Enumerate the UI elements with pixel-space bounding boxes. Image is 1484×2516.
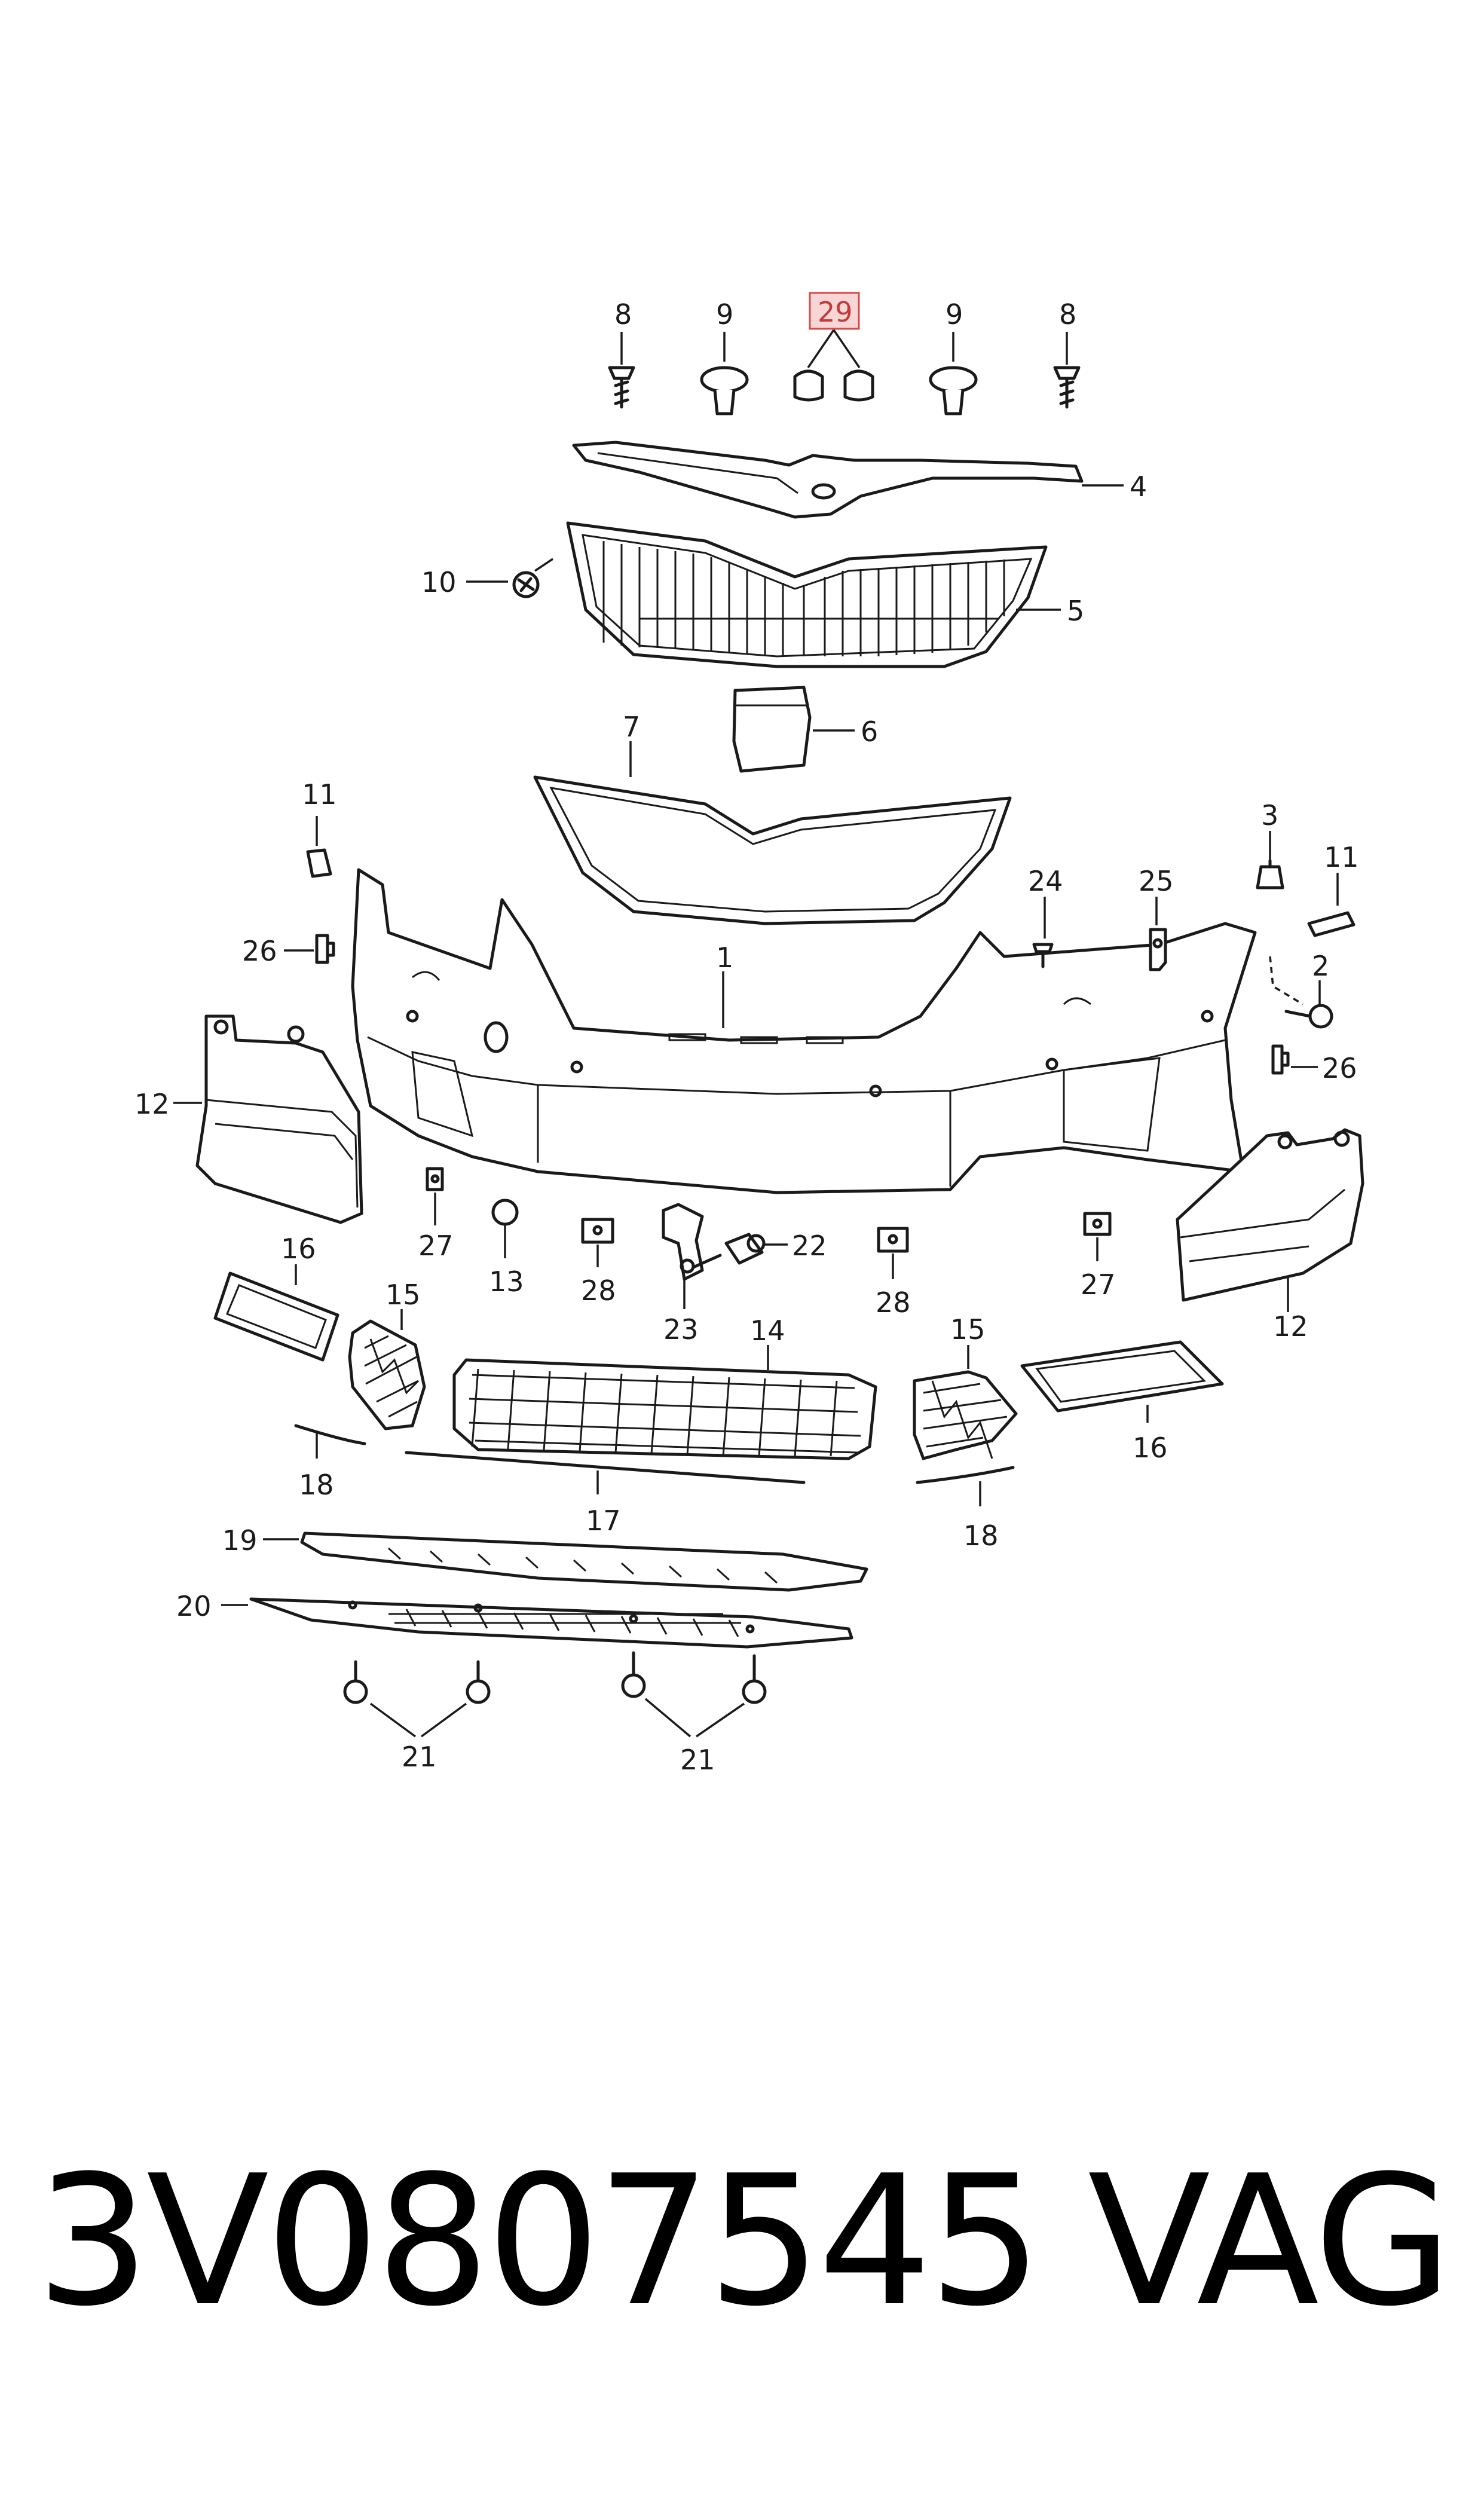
callout-18-left: 18 bbox=[299, 1469, 334, 1501]
exploded-parts-diagram: 8 9 29 9 bbox=[134, 292, 1364, 1776]
callout-12-left: 12 bbox=[134, 1088, 170, 1120]
highlight-29[interactable]: 29 bbox=[793, 292, 874, 402]
plate-28-left[interactable] bbox=[581, 1218, 614, 1244]
callout-26-left: 26 bbox=[242, 935, 277, 967]
clip-9-right[interactable] bbox=[929, 332, 978, 415]
callout-27-right: 27 bbox=[1081, 1268, 1116, 1301]
callout-7: 7 bbox=[623, 711, 640, 743]
callout-4: 4 bbox=[1130, 470, 1147, 503]
part-16-right-frame[interactable] bbox=[1020, 1340, 1224, 1413]
callout-16-left: 16 bbox=[281, 1233, 316, 1265]
part-6-emblem-cover[interactable] bbox=[732, 686, 812, 773]
screw-8-left[interactable] bbox=[608, 332, 635, 409]
callout-21-left: 21 bbox=[402, 1741, 437, 1773]
part-12-right-bracket[interactable] bbox=[1176, 1128, 1364, 1302]
callout-9-left: 9 bbox=[716, 298, 733, 331]
part-20-undertray[interactable] bbox=[249, 1597, 853, 1649]
sensor-22[interactable] bbox=[724, 1233, 766, 1265]
diagram-canvas: 8 9 29 9 bbox=[134, 292, 1364, 1776]
caption-bar: 3V0807545 VAG bbox=[30, 2152, 1464, 2403]
part-14-center-grille[interactable] bbox=[452, 1358, 877, 1460]
screws-21-right[interactable] bbox=[621, 1651, 767, 1738]
callout-15-left: 15 bbox=[385, 1279, 421, 1311]
screws-21-left[interactable] bbox=[343, 1660, 491, 1738]
callout-22: 22 bbox=[792, 1230, 827, 1262]
callout-6: 6 bbox=[861, 716, 878, 748]
callout-5: 5 bbox=[1067, 595, 1084, 627]
callout-9-right: 9 bbox=[946, 298, 963, 331]
screw-8-right[interactable] bbox=[1053, 332, 1081, 409]
part-15-right-insert[interactable] bbox=[913, 1370, 1018, 1460]
nut-25[interactable] bbox=[1149, 928, 1167, 971]
brand-text: VAG bbox=[1088, 2137, 1452, 2346]
callout-8-right: 8 bbox=[1059, 298, 1076, 331]
clip-26-left[interactable] bbox=[315, 934, 335, 964]
callout-10: 10 bbox=[421, 566, 457, 598]
callout-3: 3 bbox=[1261, 799, 1278, 831]
callout-26-right: 26 bbox=[1322, 1052, 1357, 1084]
plug-29-right[interactable] bbox=[843, 369, 874, 402]
cap-13[interactable] bbox=[491, 1199, 519, 1226]
sensor-bracket-23[interactable] bbox=[662, 1203, 722, 1281]
clip-24[interactable] bbox=[1032, 943, 1054, 968]
callout-28-right: 28 bbox=[876, 1286, 911, 1319]
callout-16-right: 16 bbox=[1133, 1432, 1168, 1464]
callout-19: 19 bbox=[222, 1524, 258, 1557]
part-number-text: 3V0807545 bbox=[36, 2137, 1042, 2346]
callout-8-left: 8 bbox=[614, 298, 632, 331]
part-16-left-frame[interactable] bbox=[213, 1271, 339, 1362]
callout-25: 25 bbox=[1139, 865, 1174, 897]
strip-17[interactable] bbox=[405, 1451, 806, 1484]
clip-27-left[interactable] bbox=[426, 1167, 444, 1191]
callout-21-right: 21 bbox=[680, 1744, 715, 1776]
callout-14: 14 bbox=[750, 1314, 785, 1347]
strip-18-right[interactable] bbox=[916, 1466, 1015, 1484]
callout-11-left: 11 bbox=[302, 778, 337, 811]
strip-18-left[interactable] bbox=[294, 1424, 366, 1445]
part-11-right-insert[interactable] bbox=[1307, 911, 1356, 937]
clip-26-right[interactable] bbox=[1271, 1044, 1290, 1075]
screw-2[interactable] bbox=[1269, 956, 1333, 1029]
callout-2: 2 bbox=[1312, 950, 1329, 982]
plate-28-right[interactable] bbox=[877, 1227, 909, 1253]
callout-23: 23 bbox=[663, 1313, 699, 1346]
clip-3[interactable] bbox=[1256, 859, 1284, 889]
part-19-lower-spoiler[interactable] bbox=[300, 1531, 868, 1592]
callout-24: 24 bbox=[1028, 865, 1063, 897]
screw-10[interactable] bbox=[512, 558, 553, 598]
callout-20: 20 bbox=[176, 1590, 212, 1622]
clip-9-left[interactable] bbox=[700, 332, 749, 415]
callout-29: 29 bbox=[818, 296, 853, 328]
part-7-grille-frame[interactable] bbox=[533, 775, 1012, 925]
callout-17: 17 bbox=[586, 1505, 621, 1537]
callout-13: 13 bbox=[489, 1265, 524, 1298]
part-15-left-insert[interactable] bbox=[348, 1319, 426, 1430]
part-11-left-insert[interactable] bbox=[306, 848, 332, 878]
callout-1: 1 bbox=[716, 941, 733, 974]
callout-28-left: 28 bbox=[581, 1274, 616, 1307]
plug-29-left[interactable] bbox=[793, 369, 824, 402]
callout-27-left: 27 bbox=[418, 1230, 454, 1262]
part-1-bumper-cover[interactable] bbox=[351, 868, 1257, 1194]
callout-11-right: 11 bbox=[1324, 841, 1359, 873]
callout-18-right: 18 bbox=[963, 1520, 999, 1552]
callout-15-right: 15 bbox=[950, 1313, 986, 1346]
part-5-radiator-grille[interactable] bbox=[566, 521, 1048, 668]
part-4-trim-strip[interactable] bbox=[572, 441, 1084, 519]
clip-27-right[interactable] bbox=[1083, 1212, 1112, 1236]
callout-12-right: 12 bbox=[1273, 1310, 1308, 1343]
part-12-left-bracket[interactable] bbox=[195, 1014, 363, 1224]
